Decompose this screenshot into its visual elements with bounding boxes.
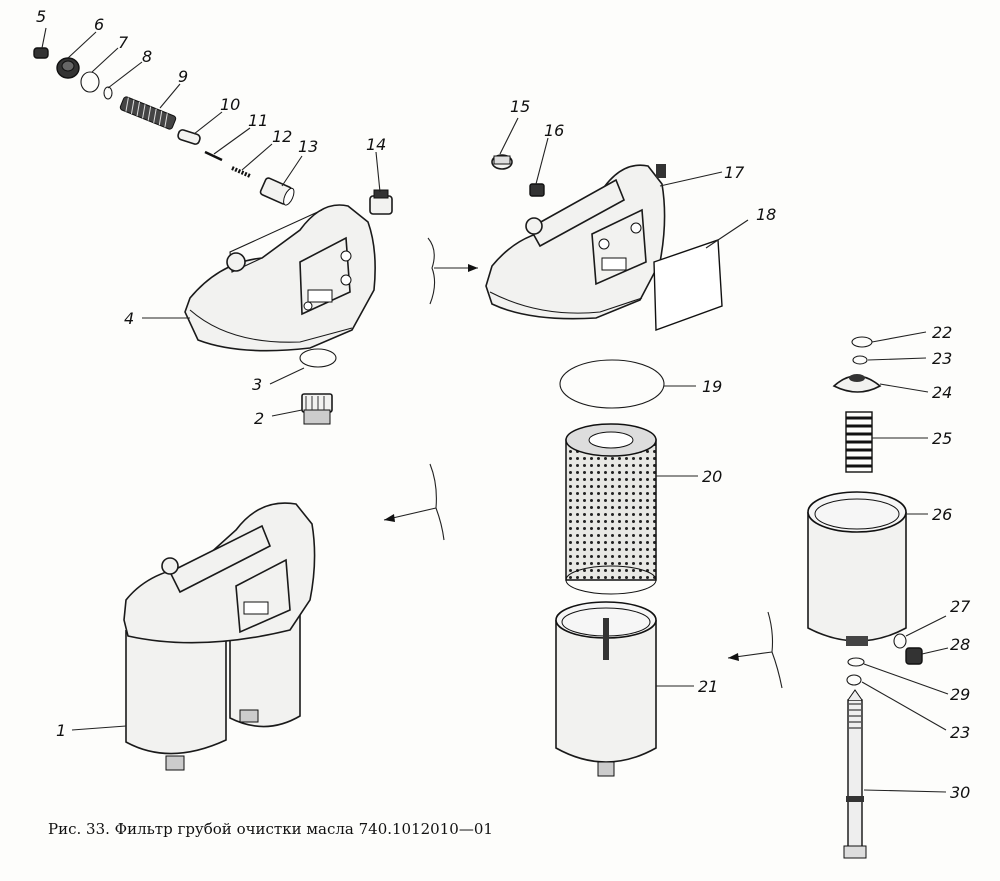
label-6: 6 [94,15,104,34]
part-23-ring-bottom [846,674,862,686]
part-7-ring [80,71,100,93]
part-17-housing [485,164,666,320]
part-14-plug [369,189,393,215]
assembly-arrows [383,237,783,689]
part-18-gasket-sheet [653,239,723,331]
label-23-bottom: 23 [950,723,970,742]
part-5-plug [33,47,49,59]
part-12-spring-small [231,166,251,178]
leader-lines [41,27,949,793]
part-22-ring [851,336,873,348]
part-3-gasket [299,348,337,368]
part-8-washer [103,86,113,100]
part-24-cup [832,374,882,393]
label-25: 25 [932,429,952,448]
label-23-top: 23 [932,349,952,368]
part-26-bowl [807,491,907,646]
label-16: 16 [544,121,564,140]
label-14: 14 [366,135,386,154]
label-17: 17 [724,163,745,182]
part-25-spring [845,411,873,473]
figure-caption: Рис. 33. Фильтр грубой очистки масла 740… [48,820,493,838]
label-8: 8 [142,47,152,66]
part-number-labels: 5 6 7 8 9 10 11 12 13 14 4 3 2 15 16 17 … [36,7,971,802]
label-15: 15 [510,97,530,116]
label-9: 9 [178,67,188,86]
part-6-nut [56,57,80,79]
part-1-assembled-filter [123,502,316,771]
label-26: 26 [932,505,952,524]
label-13: 13 [298,137,318,156]
part-2-fitting [301,393,333,425]
label-29: 29 [950,685,970,704]
part-27-washer [893,633,907,649]
part-15-plug [491,154,513,170]
part-9-spring [119,96,177,130]
label-7: 7 [118,33,129,52]
part-16-plug [529,183,545,197]
label-10: 10 [220,95,240,114]
part-11-pin [204,150,223,162]
label-20: 20 [702,467,722,486]
part-30-bolt [843,689,867,859]
label-30: 30 [950,783,970,802]
label-12: 12 [272,127,292,146]
part-19-o-ring [559,359,665,409]
part-28-plug [905,647,923,665]
label-28: 28 [950,635,970,654]
part-29-ring [847,657,865,667]
label-24: 24 [932,383,952,402]
label-27: 27 [950,597,971,616]
label-3: 3 [252,375,262,394]
label-19: 19 [702,377,722,396]
label-21: 21 [698,677,718,696]
label-22: 22 [932,323,952,342]
label-5: 5 [36,7,46,26]
part-21-filter-bowl [555,601,657,777]
label-11: 11 [248,111,268,130]
label-1: 1 [56,721,66,740]
part-10-valve [177,129,201,145]
label-18: 18 [756,205,776,224]
label-2: 2 [254,409,264,428]
part-4-housing-cover [184,204,376,352]
part-23-ring-top [852,355,868,365]
label-4: 4 [124,309,134,328]
part-20-filter-element [565,423,657,595]
part-13-sleeve [259,177,295,206]
